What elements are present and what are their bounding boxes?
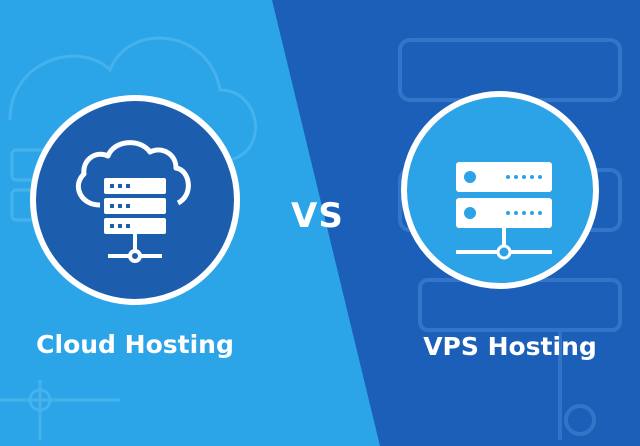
cloud-server-icon bbox=[76, 140, 191, 208]
vps-hosting-label: VPS Hosting bbox=[423, 332, 597, 361]
server-network-icon bbox=[456, 162, 552, 260]
server-stack bbox=[104, 178, 166, 234]
vps-hosting-badge bbox=[401, 91, 599, 289]
cloud-hosting-label: Cloud Hosting bbox=[36, 330, 234, 359]
cloud-hosting-badge bbox=[30, 95, 240, 305]
vs-label: VS bbox=[291, 196, 344, 236]
